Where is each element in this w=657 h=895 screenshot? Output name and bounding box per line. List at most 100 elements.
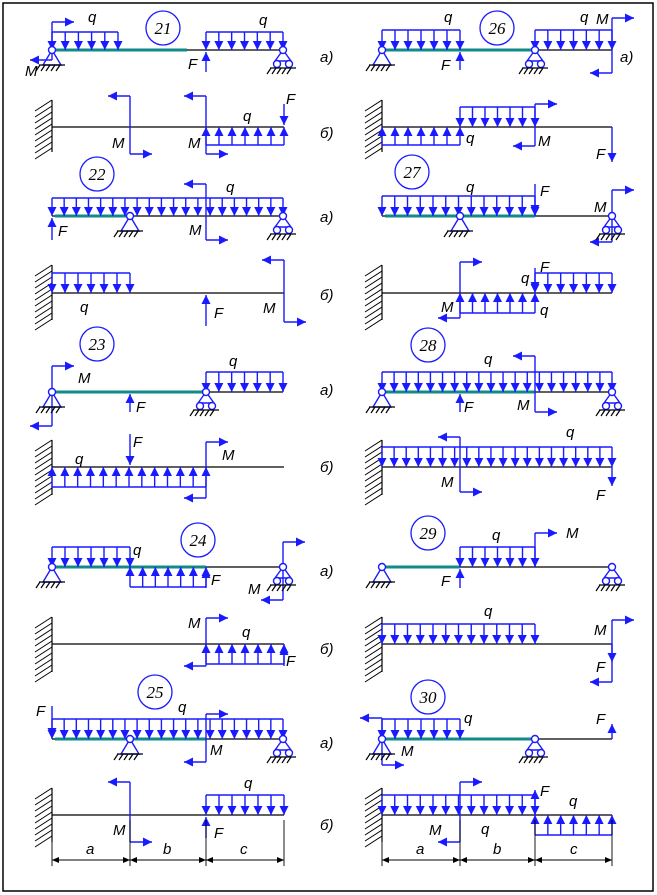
- wall-hatch: [34, 111, 53, 124]
- ground-hatch: [286, 67, 292, 75]
- arrow-head: [30, 421, 39, 431]
- arrow-head: [108, 777, 117, 787]
- ground-hatch: [365, 753, 371, 761]
- arrow-head: [214, 383, 224, 392]
- roller-hinge: [278, 734, 288, 744]
- fixed-wall: [34, 616, 53, 683]
- ground-hatch: [600, 233, 606, 241]
- wall-hatch: [364, 793, 383, 806]
- label-q: q: [580, 9, 589, 26]
- ground-hatch: [133, 230, 139, 238]
- ground-hatch: [370, 406, 376, 414]
- arrow-head: [442, 127, 452, 136]
- roller-wheel: [601, 225, 611, 235]
- ground-hatch: [204, 409, 210, 417]
- arrow-head: [505, 558, 515, 567]
- wall-hatch: [34, 318, 53, 331]
- variant-circle: [479, 10, 515, 46]
- variant-29-scheme-b: qMF: [364, 603, 634, 687]
- arrow-head: [96, 207, 106, 216]
- ground-hatch: [35, 406, 41, 414]
- arrow-head: [100, 41, 110, 50]
- roller-support: [266, 562, 296, 592]
- arrow-head: [240, 127, 250, 136]
- arrow-head: [86, 284, 96, 293]
- moment-M: [513, 351, 557, 417]
- arrow-head: [120, 207, 130, 216]
- arrow-head: [455, 558, 465, 567]
- arrow-head: [73, 467, 83, 476]
- label-F: F: [58, 223, 68, 240]
- scheme-label-a: а): [320, 49, 333, 66]
- arrow-head: [47, 207, 57, 216]
- ground-hatch: [533, 67, 539, 75]
- wall-hatch: [34, 616, 53, 629]
- moment-M: [108, 91, 152, 159]
- roller-support: [595, 387, 625, 417]
- arrow-head: [188, 467, 198, 476]
- dimension-arrow: [605, 857, 612, 863]
- arrow-head: [454, 635, 463, 644]
- ground-hatch: [453, 230, 459, 238]
- arrow-head: [530, 205, 540, 214]
- arrow-head: [569, 41, 578, 50]
- arrow-head: [73, 558, 83, 567]
- distributed-load-q: [530, 272, 617, 293]
- pin-support: [365, 387, 395, 414]
- ground-hatch: [199, 409, 205, 417]
- arrow-head: [505, 293, 515, 302]
- arrow-head: [83, 730, 93, 739]
- arrow-head: [47, 284, 57, 293]
- arrow-head: [403, 635, 412, 644]
- dimension-b: b: [493, 841, 501, 858]
- roller-triangle: [196, 390, 216, 404]
- arrow-head: [266, 644, 276, 653]
- arrow-head: [438, 458, 448, 467]
- dimension-arrow: [528, 857, 535, 863]
- label-q: q: [566, 424, 575, 441]
- arrow-head: [124, 467, 134, 476]
- arrow-head: [505, 207, 514, 216]
- dimension-c: c: [570, 841, 578, 858]
- arrow-head: [169, 207, 179, 216]
- arrow-head: [266, 730, 276, 739]
- arrow-head: [108, 91, 117, 101]
- arrow-head: [390, 635, 400, 644]
- distributed-load-q: [377, 29, 465, 50]
- dimension-a: a: [86, 841, 94, 858]
- ground-hatch: [276, 233, 282, 241]
- ground-hatch: [50, 64, 56, 72]
- arrow-head: [543, 41, 553, 50]
- arrow-head: [416, 41, 426, 50]
- label-F: F: [540, 259, 550, 276]
- ground-hatch: [370, 753, 376, 761]
- arrow-head: [297, 317, 306, 327]
- arrow-head: [543, 815, 553, 824]
- variant-28-scheme-b: qMF: [364, 424, 617, 506]
- wall-hatch: [34, 652, 53, 665]
- distributed-load-q: [377, 127, 465, 146]
- arrow-head: [429, 127, 439, 136]
- arrow-head: [132, 730, 142, 739]
- ground-hatch: [286, 233, 292, 241]
- variant-circle: [394, 154, 430, 190]
- wall-hatch: [364, 264, 383, 277]
- arrow-head: [455, 118, 465, 127]
- arrow-head: [227, 127, 237, 136]
- label-M: M: [188, 135, 201, 152]
- arrow-head: [556, 284, 566, 293]
- variant-circle: [79, 326, 115, 362]
- label-q: q: [88, 9, 97, 26]
- arrow-head: [120, 730, 130, 739]
- label-M: M: [188, 615, 201, 632]
- distributed-load-q: [201, 371, 288, 392]
- wall-hatch: [364, 817, 383, 830]
- arrow-head: [138, 567, 148, 576]
- arrow-head: [581, 284, 591, 293]
- arrow-head: [486, 458, 496, 467]
- scheme-label-b: б): [320, 641, 333, 658]
- wall-hatch: [364, 658, 383, 671]
